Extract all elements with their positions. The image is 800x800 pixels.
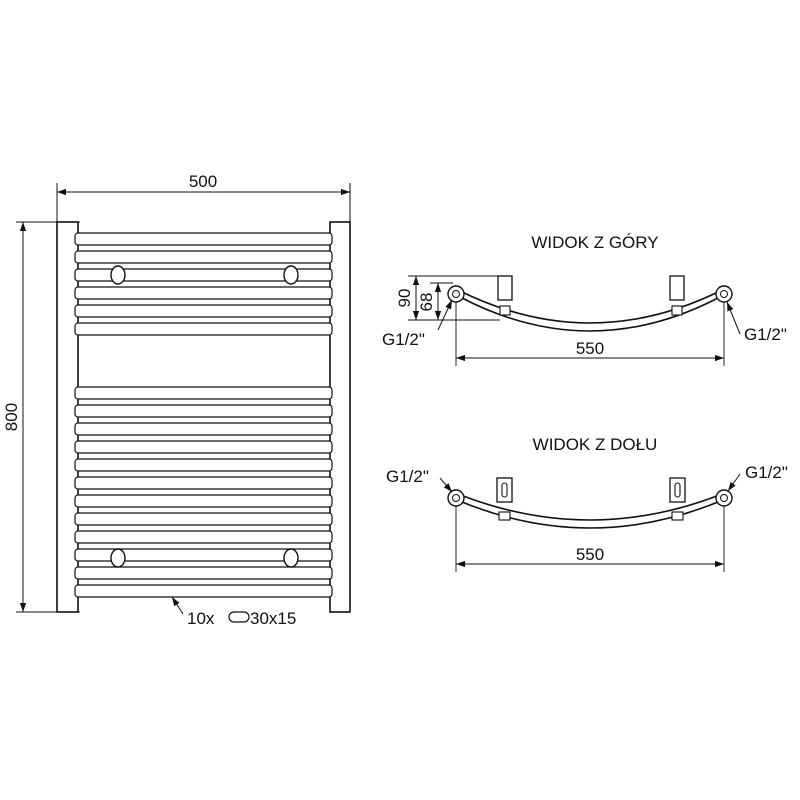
curved-tube-inner (461, 297, 719, 332)
curved-tube-outer (457, 493, 723, 521)
tube-count: 10x (187, 609, 215, 628)
top-span-value: 550 (576, 339, 604, 358)
curved-tube-outer (457, 289, 723, 324)
depth-outer-value: 90 (395, 289, 414, 308)
connector-left-hole (452, 494, 460, 502)
wall-bracket-left (496, 477, 513, 521)
bracket (283, 548, 299, 568)
depth-dimensions: 90 68 (395, 275, 508, 321)
top-view-title: WIDOK Z GÓRY (531, 233, 658, 252)
connector-left-hole (452, 290, 460, 298)
height-value: 800 (2, 403, 21, 431)
tube-group-upper (74, 232, 333, 336)
tube (74, 530, 333, 544)
tube-size: 30x15 (250, 609, 296, 628)
tube (74, 548, 333, 562)
connector-right-label: G1/2" (744, 325, 787, 344)
top-view: WIDOK Z GÓRY 90 68 G1/2" (382, 233, 787, 366)
right-collector (329, 221, 351, 613)
slot-icon (501, 482, 508, 498)
tube (74, 566, 333, 580)
depth-inner-value: 68 (417, 293, 436, 312)
tube (74, 512, 333, 526)
tube (74, 250, 333, 264)
bottom-view: WIDOK Z DOŁU G1/2" G1/2" 550 (386, 435, 788, 572)
bracket (110, 548, 126, 568)
mounting-brackets (110, 265, 299, 568)
wall-bracket-right (669, 477, 686, 521)
width-value: 500 (189, 172, 217, 191)
tube-group-lower (74, 386, 333, 598)
slot-icon (674, 482, 681, 498)
bracket (110, 265, 126, 285)
tube (74, 476, 333, 490)
tube-callout: 10x 30x15 (171, 596, 296, 628)
curved-tube-inner (461, 501, 719, 529)
tube (74, 584, 333, 598)
width-dimension: 500 (56, 172, 351, 222)
connector-left-label: G1/2" (382, 330, 425, 349)
tube (74, 494, 333, 508)
tube (74, 404, 333, 418)
bottom-view-title: WIDOK Z DOŁU (533, 435, 658, 454)
connector-left-label: G1/2" (386, 467, 429, 486)
tube (74, 304, 333, 318)
bottom-span-value: 550 (576, 545, 604, 564)
wall-bracket-left (497, 275, 513, 316)
connector-right-hole (720, 494, 728, 502)
tube (74, 386, 333, 400)
tube (74, 422, 333, 436)
height-dimension: 800 (2, 221, 80, 613)
oval-profile-icon (228, 611, 250, 623)
tube (74, 268, 333, 282)
wall-bracket-right (669, 275, 685, 316)
connector-right-label: G1/2" (745, 463, 788, 482)
tube (74, 440, 333, 454)
tube (74, 458, 333, 472)
tube (74, 286, 333, 300)
tube (74, 232, 333, 246)
front-view: 500 800 (2, 172, 351, 628)
tube (74, 322, 333, 336)
bracket (283, 265, 299, 285)
connector-right-hole (720, 290, 728, 298)
